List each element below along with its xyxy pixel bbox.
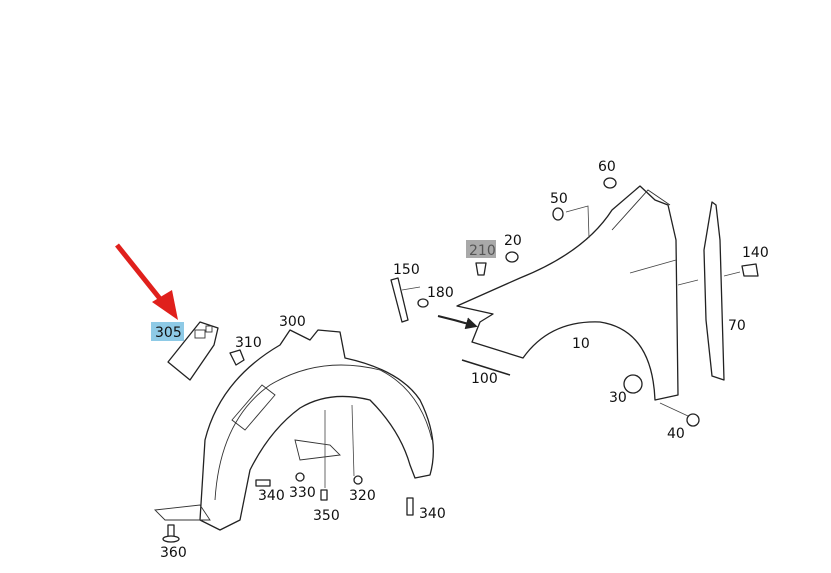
label-70: 70 [728, 318, 746, 334]
part-20-nut[interactable] [505, 251, 519, 263]
label-150: 150 [393, 262, 420, 278]
label-340-right: 340 [419, 506, 446, 522]
label-40: 40 [667, 426, 685, 442]
label-330: 330 [289, 485, 316, 501]
label-60: 60 [598, 159, 616, 175]
part-340-screw-left[interactable] [255, 479, 271, 487]
label-10: 10 [572, 336, 590, 352]
part-350-bolt[interactable] [320, 410, 328, 501]
label-140: 140 [742, 245, 769, 261]
label-360: 360 [160, 545, 187, 561]
part-300-wheel-liner[interactable] [154, 329, 434, 531]
label-310: 310 [235, 335, 262, 351]
part-360-screw[interactable] [162, 524, 180, 543]
part-310-clip[interactable] [229, 349, 245, 366]
part-100-strip[interactable] [461, 359, 511, 376]
label-20: 20 [504, 233, 522, 249]
direction-arrow [437, 315, 478, 330]
part-10-fender[interactable] [456, 185, 699, 401]
label-30: 30 [609, 390, 627, 406]
part-140-screw[interactable] [723, 263, 759, 277]
label-320: 320 [349, 488, 376, 504]
label-340-left: 340 [258, 488, 285, 504]
part-180-nut[interactable] [417, 298, 429, 308]
label-210: 210 [469, 243, 496, 259]
label-350: 350 [313, 508, 340, 524]
part-60-nut[interactable] [603, 177, 617, 189]
label-50: 50 [550, 191, 568, 207]
part-40-nut[interactable] [659, 402, 700, 427]
part-340-screw-right[interactable] [406, 497, 414, 516]
label-305: 305 [155, 325, 182, 341]
part-320-screw[interactable] [351, 404, 363, 485]
label-210-highlight [466, 240, 496, 258]
part-30-clip[interactable] [623, 374, 643, 394]
part-50-bolt[interactable] [552, 205, 590, 239]
label-300: 300 [279, 314, 306, 330]
part-150-bracket[interactable] [390, 277, 421, 323]
label-100: 100 [471, 371, 498, 387]
part-305-cover[interactable] [167, 321, 219, 381]
part-330-nut[interactable] [295, 472, 305, 482]
part-70-panel[interactable] [703, 201, 725, 381]
part-210-clip[interactable] [475, 262, 487, 276]
label-180: 180 [427, 285, 454, 301]
label-305-highlight [151, 322, 184, 341]
red-pointer-arrow [115, 243, 178, 320]
